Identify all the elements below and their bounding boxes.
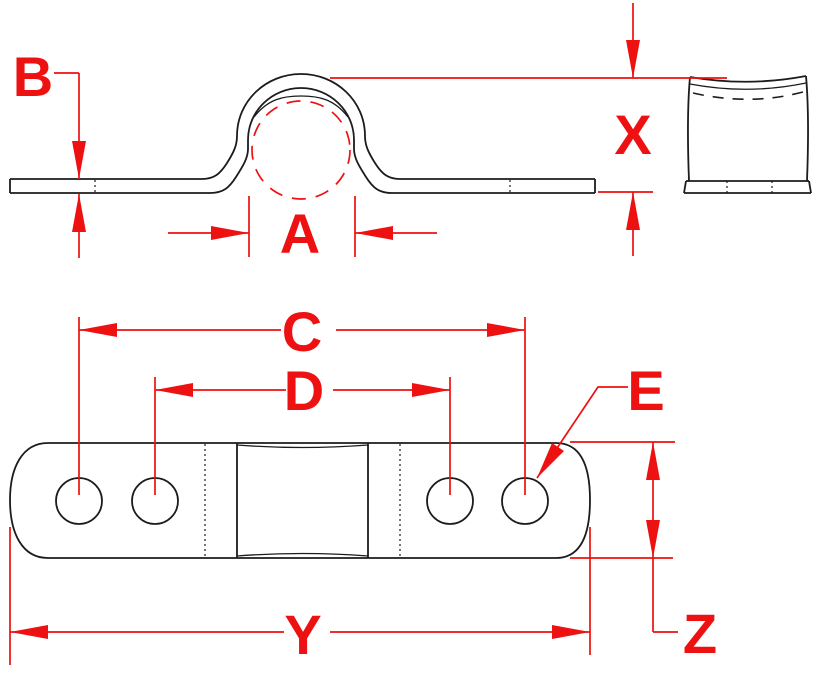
dim-y — [9, 527, 591, 665]
end-top-edge — [689, 75, 807, 83]
dim-c — [78, 317, 526, 495]
tube-dashed-circle — [251, 100, 351, 200]
dim-e-arrow — [537, 443, 564, 478]
dim-z-arrow-down — [646, 520, 660, 558]
dim-b-arrow-down — [72, 141, 86, 179]
plan-view — [9, 442, 591, 559]
end-right-edge — [805, 75, 809, 182]
plan-raised-area-edges — [236, 443, 369, 558]
dim-c-arrow-left — [79, 323, 117, 337]
end-hidden-dashed-curve — [692, 91, 804, 101]
dim-b — [54, 72, 86, 258]
side-saddle-sag-line — [253, 95, 349, 118]
dim-label-y: Y — [284, 603, 321, 666]
end-left-edge — [687, 76, 691, 182]
end-view — [683, 75, 812, 196]
dim-d-lines — [154, 377, 451, 495]
dim-x-arrow-up — [626, 192, 640, 230]
dim-x-lines — [330, 3, 727, 256]
side-zone-dotted-lines — [94, 180, 511, 193]
dim-a — [168, 196, 437, 257]
dim-label-a: A — [280, 202, 320, 265]
dim-z-arrow-up — [646, 442, 660, 480]
dim-z-lines — [570, 441, 678, 633]
dim-c-arrow-right — [487, 323, 525, 337]
dim-y-arrow-left — [10, 625, 48, 639]
dim-b-arrow-up — [72, 194, 86, 232]
end-base-band — [683, 180, 812, 194]
side-inner-profile — [10, 87, 595, 194]
dim-x — [330, 3, 727, 256]
dim-x-arrow-down — [626, 40, 640, 78]
dim-label-c: C — [282, 300, 322, 363]
dim-label-b: B — [13, 45, 53, 108]
plan-raised-area-curves — [236, 444, 369, 557]
dim-e — [536, 386, 628, 479]
end-inner-curve — [689, 82, 807, 90]
plan-outline — [9, 442, 591, 559]
dim-d-arrow-left — [155, 383, 193, 397]
side-end-caps — [9, 179, 596, 193]
side-view — [9, 73, 596, 200]
dim-a-lines — [168, 196, 437, 257]
plan-fold-dotted-lines — [204, 444, 401, 557]
dim-labels: B A X C D E Y Z — [13, 45, 717, 666]
dim-a-arrow-left — [355, 226, 393, 240]
side-outer-profile — [10, 73, 595, 180]
dim-y-arrow-right — [552, 625, 590, 639]
dim-z — [570, 441, 678, 633]
dim-a-arrow-right — [211, 226, 249, 240]
dim-d — [154, 377, 451, 495]
dim-label-d: D — [284, 359, 324, 422]
dim-y-lines — [9, 527, 591, 665]
dim-label-e: E — [627, 359, 664, 422]
dim-c-lines — [78, 317, 526, 495]
dim-e-leader — [536, 386, 628, 479]
dim-label-x: X — [614, 103, 651, 166]
dim-label-z: Z — [683, 602, 717, 665]
dim-d-arrow-right — [412, 383, 450, 397]
